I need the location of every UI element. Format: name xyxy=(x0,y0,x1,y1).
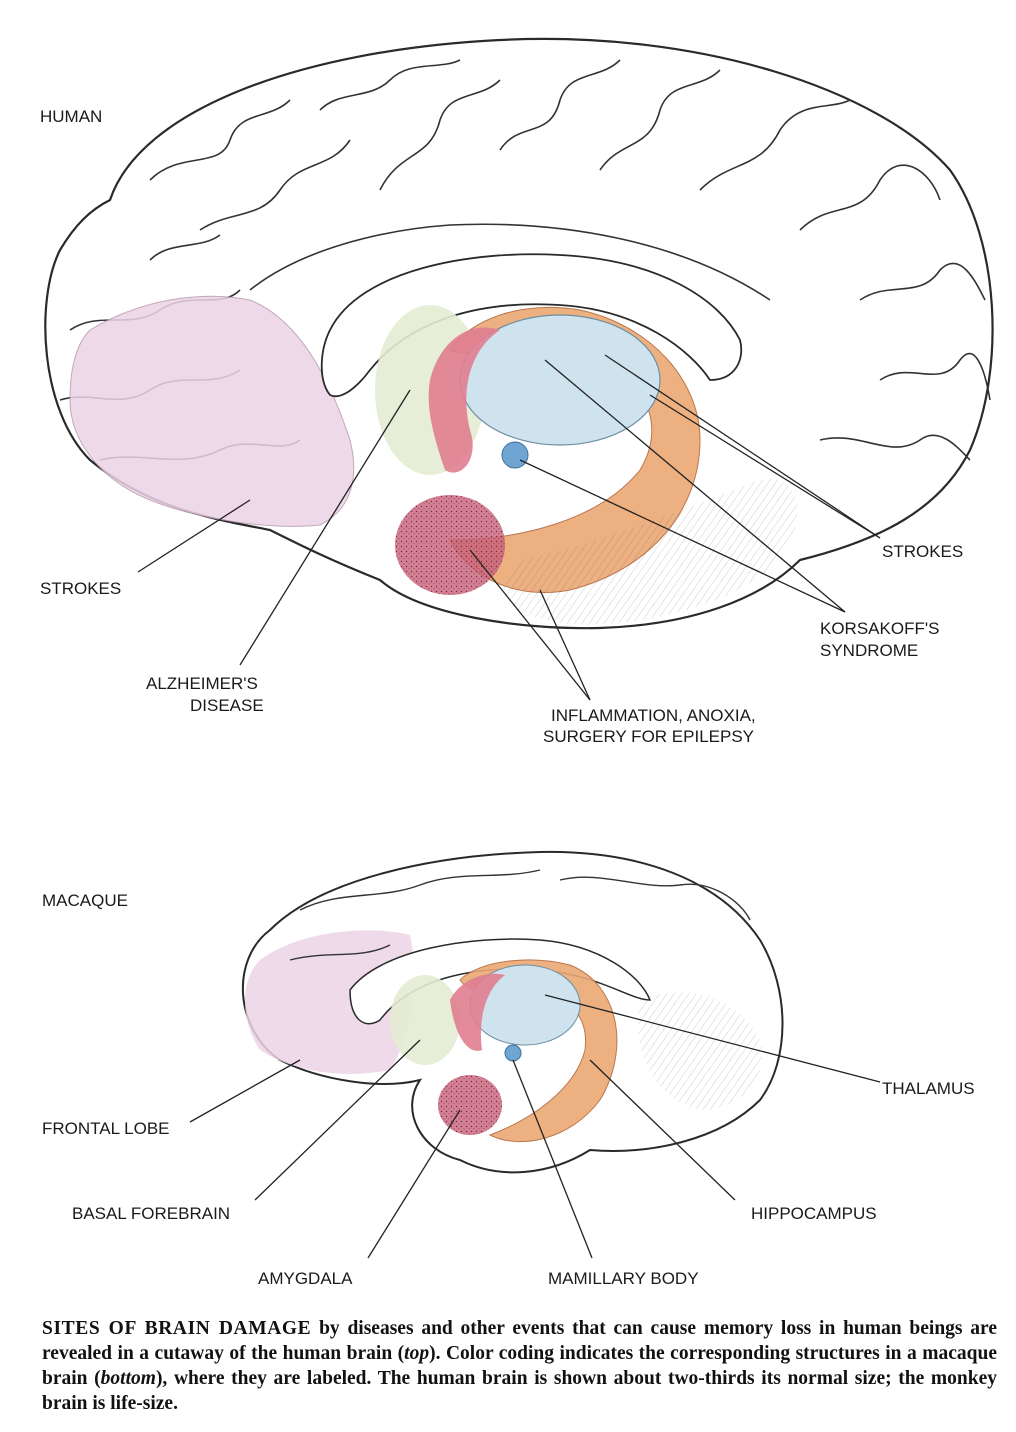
label-frontal-lobe: FRONTAL LOBE xyxy=(42,1119,170,1138)
figure-caption: SITES OF BRAIN DAMAGE by diseases and ot… xyxy=(42,1316,997,1416)
macaque-fornix xyxy=(450,973,505,1051)
macaque-brain-illustration xyxy=(241,850,784,1174)
macaque-leader-lines xyxy=(189,994,881,1259)
macaque-amygdala-texture xyxy=(438,1075,502,1135)
macaque-gyri-lines xyxy=(289,869,751,961)
caption-part3: ), where they are labeled. The human bra… xyxy=(42,1368,997,1414)
label-hippocampus: HIPPOCAMPUS xyxy=(751,1204,877,1223)
human-frontal-lobe-region xyxy=(69,295,355,527)
label-inflammation-line1: INFLAMMATION, ANOXIA, xyxy=(551,706,756,725)
human-mamillary-body xyxy=(501,441,529,469)
label-korsakoff-line2: SYNDROME xyxy=(820,641,918,660)
macaque-title: MACAQUE xyxy=(42,891,128,910)
caption-top: top xyxy=(404,1343,430,1364)
label-alzheimers-line2: DISEASE xyxy=(190,696,264,715)
label-mamillary-body: MAMILLARY BODY xyxy=(548,1269,699,1288)
macaque-corpus-callosum xyxy=(349,938,652,1025)
caption-bottom: bottom xyxy=(100,1368,156,1389)
human-corpus-callosum xyxy=(320,253,743,398)
macaque-mamillary-body xyxy=(504,1044,522,1062)
caption-lead: SITES OF BRAIN DAMAGE xyxy=(42,1318,312,1339)
caption-part2: ). Color coding indicates the correspond… xyxy=(42,1343,997,1389)
macaque-frontal-lobe-region xyxy=(245,930,414,1074)
label-amygdala: AMYGDALA xyxy=(258,1269,353,1288)
label-korsakoff-line1: KORSAKOFF'S xyxy=(820,619,939,638)
macaque-cerebellum-shading xyxy=(638,992,762,1110)
label-alzheimers-line1: ALZHEIMER'S xyxy=(146,674,258,693)
macaque-basal-forebrain-region xyxy=(390,975,460,1065)
human-brain-illustration xyxy=(44,37,994,630)
human-title: HUMAN xyxy=(40,107,102,126)
label-thalamus: THALAMUS xyxy=(882,1079,975,1098)
label-strokes-left: STROKES xyxy=(40,579,121,598)
human-leader-lines xyxy=(137,354,881,701)
human-fornix xyxy=(428,327,500,473)
label-basal-forebrain: BASAL FOREBRAIN xyxy=(72,1204,230,1223)
human-temporal-lobe xyxy=(503,478,798,625)
caption-part1: by diseases and other events that can ca… xyxy=(42,1318,997,1364)
human-amygdala-texture xyxy=(395,495,505,595)
label-inflammation-line2: SURGERY FOR EPILEPSY xyxy=(543,727,754,746)
label-strokes-right: STROKES xyxy=(882,542,963,561)
